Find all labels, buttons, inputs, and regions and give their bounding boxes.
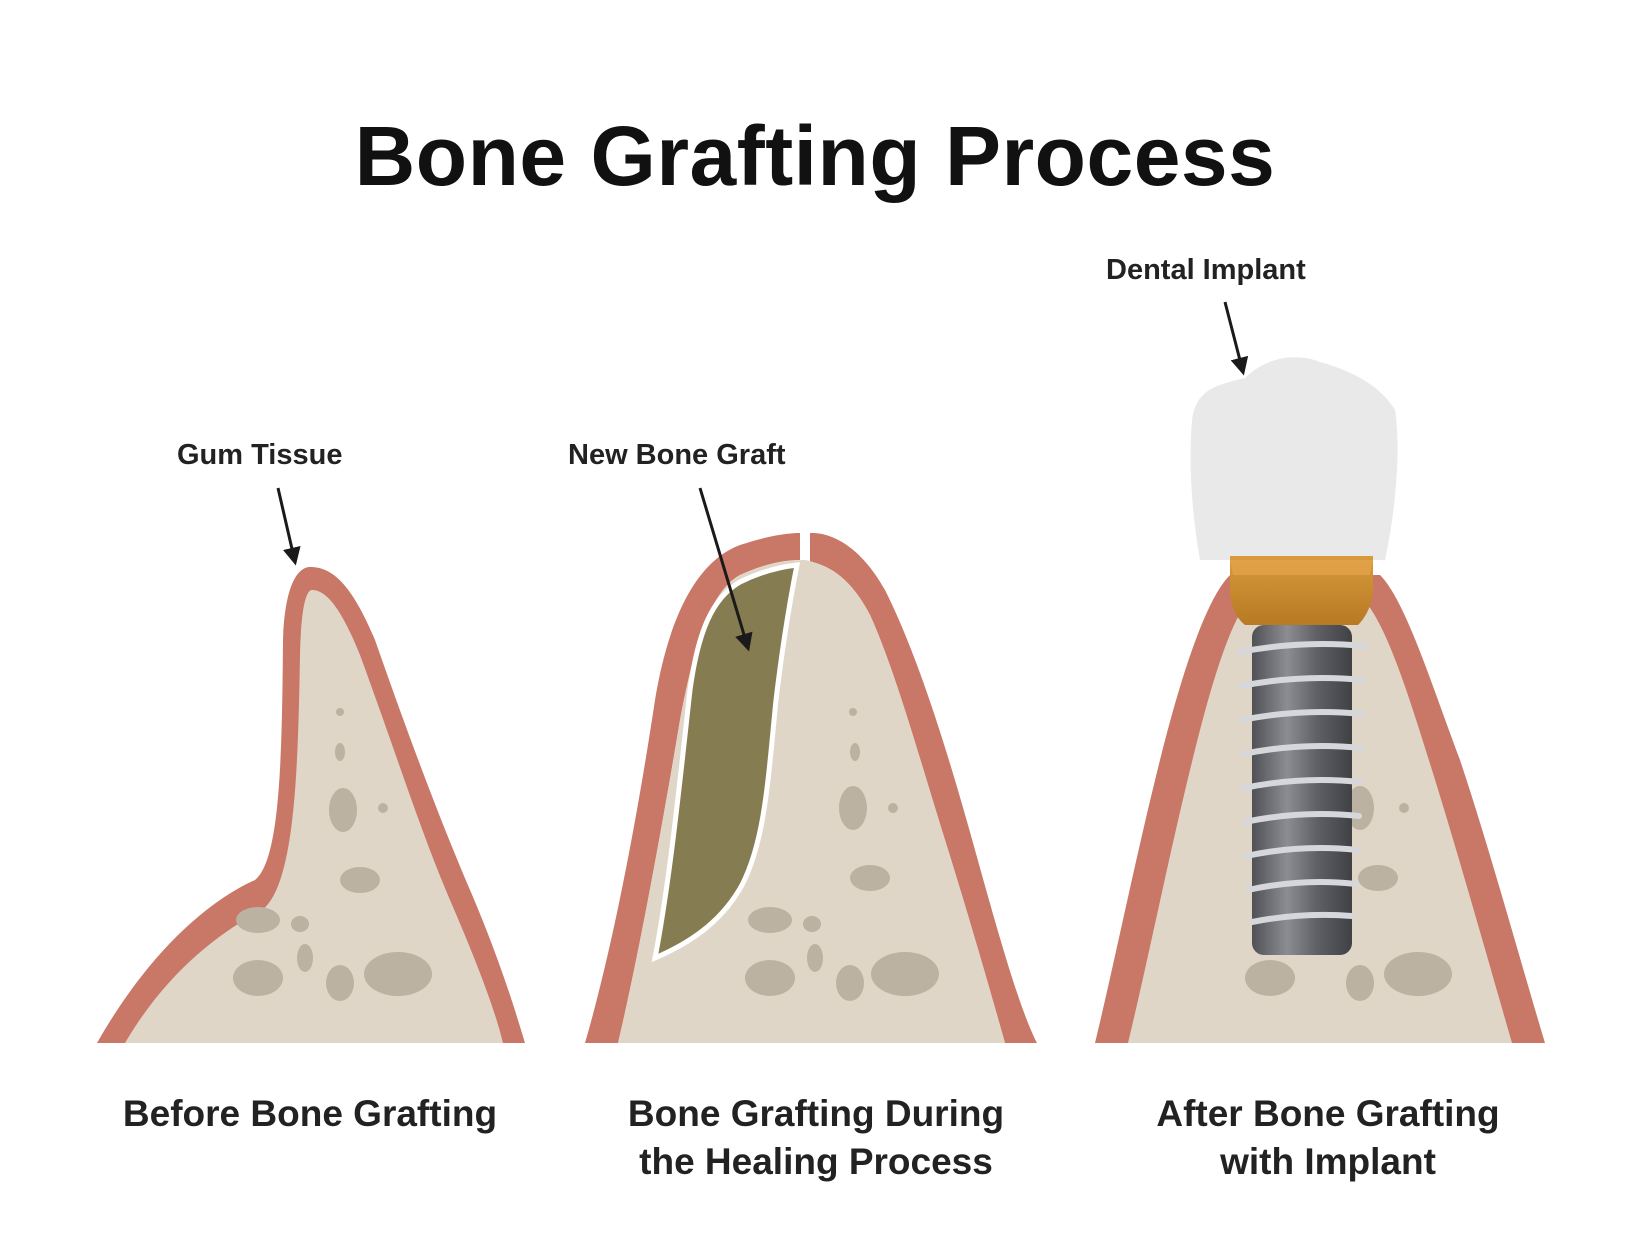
caption-line: with Implant	[1220, 1141, 1436, 1182]
page-title: Bone Grafting Process	[354, 109, 1276, 203]
caption-line: the Healing Process	[639, 1141, 993, 1182]
gum-tissue-label: Gum Tissue	[177, 439, 343, 471]
bone-spots	[1245, 786, 1452, 1001]
panel-during-healing	[585, 487, 1037, 1043]
bone-spots	[745, 708, 939, 1001]
bone-body	[125, 590, 503, 1043]
caption-line: Before Bone Grafting	[122, 1093, 498, 1134]
panel-after-implant	[1095, 301, 1545, 1043]
caption-line: Bone Grafting During	[627, 1093, 1005, 1134]
implant-collar	[1230, 560, 1373, 575]
gum-tissue-arrow	[276, 487, 301, 566]
gum-tissue-left	[585, 533, 800, 1043]
gum-tissue-right	[810, 532, 1037, 1043]
panel-before-grafting	[97, 487, 525, 1043]
new-bone-graft-arrow	[698, 487, 753, 652]
bone-spots	[233, 708, 432, 1001]
new-bone-graft-label: New Bone Graft	[568, 439, 786, 471]
implant-threads	[1237, 641, 1367, 925]
implant-crown	[1190, 357, 1398, 560]
new-bone-graft	[651, 562, 801, 963]
dental-implant-arrow	[1223, 301, 1249, 376]
caption-line: After Bone Grafting	[1156, 1093, 1500, 1134]
dental-implant	[1190, 357, 1398, 955]
implant-screw-body	[1252, 625, 1352, 955]
caption-during-healing: Bone Grafting During the Healing Process	[556, 1090, 1076, 1186]
caption-before-grafting: Before Bone Grafting	[50, 1090, 570, 1138]
dental-implant-label: Dental Implant	[1106, 254, 1306, 286]
caption-after-implant: After Bone Grafting with Implant	[1068, 1090, 1588, 1186]
